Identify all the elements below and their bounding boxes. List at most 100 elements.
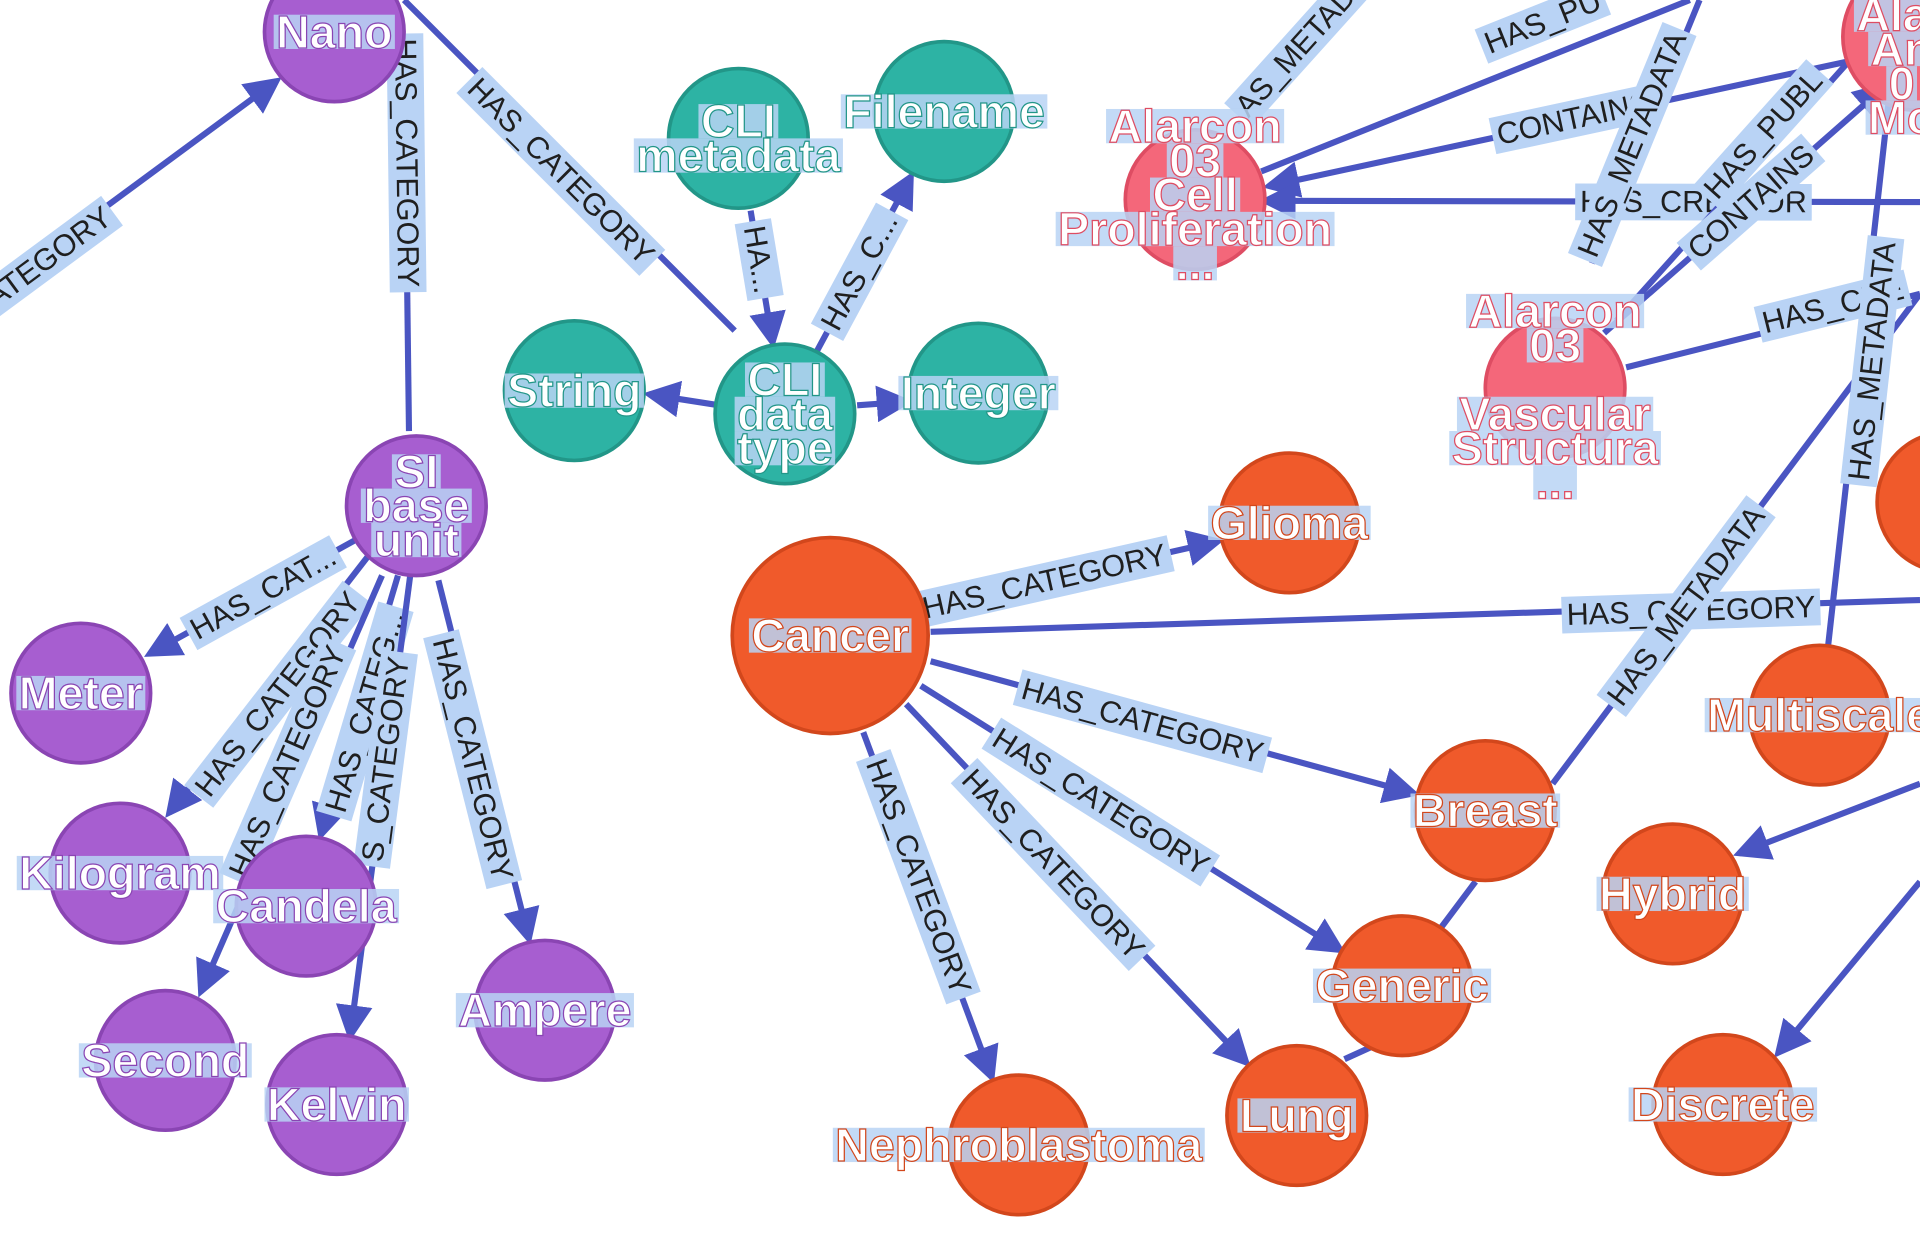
node-label-line: unit (374, 514, 459, 566)
edge-e14[interactable]: HAS_CATEGORY (914, 530, 1225, 629)
node-label-bg (1853, 0, 1920, 32)
node-glioma[interactable]: Glioma (1208, 451, 1371, 595)
node-circle[interactable] (1875, 432, 1920, 572)
edge-label-bg (1567, 22, 1697, 267)
node-cancer[interactable]: Cancer (730, 535, 931, 736)
edge-label-bg (456, 66, 666, 276)
node-label-bg (1208, 505, 1371, 541)
edge-label: HAS_PU (1480, 0, 1606, 61)
node-string[interactable]: String (502, 318, 646, 463)
edge-e10[interactable]: HA... (734, 210, 786, 349)
node-alarcon-vascular[interactable]: Alarcon03VascularStructura... (1449, 284, 1661, 509)
node-label-bg (1865, 100, 1920, 135)
node-integer[interactable]: Integer (898, 321, 1059, 465)
node-second[interactable]: Second (78, 988, 252, 1133)
node-label-bg (1410, 793, 1561, 828)
node-label-line: 03 (1529, 319, 1581, 371)
node-kilogram[interactable]: Kilogram (16, 801, 224, 945)
node-filename[interactable]: Filename (840, 39, 1048, 184)
node-label-bg (1628, 1087, 1818, 1122)
node-label-bg (1533, 465, 1577, 500)
edge-e32[interactable] (1733, 780, 1920, 860)
node-lung[interactable]: Lung (1225, 1043, 1369, 1188)
node-label-bg (1449, 431, 1661, 466)
node-breast[interactable]: Breast (1410, 738, 1561, 883)
node-label-line: Integer (901, 367, 1056, 419)
node-alarcon-top[interactable]: AlarAn0Mo (1841, 0, 1920, 144)
edge-label-bg (219, 635, 357, 888)
edge-label: HAS_CATEGORY (461, 71, 661, 271)
edge-e22[interactable] (1343, 1044, 1373, 1062)
node-label-line: Ampere (458, 984, 631, 1036)
node-candela[interactable]: Candela (213, 834, 400, 978)
node-label-bg (1149, 177, 1241, 212)
edge-label: HAS_CATEGORY (426, 634, 520, 884)
edge-e2[interactable]: HAS_CATEGORY (386, 33, 427, 432)
node-label-bg (78, 1043, 252, 1078)
node-label-bg (1868, 31, 1920, 67)
edge-line[interactable] (1733, 780, 1920, 860)
node-discrete[interactable]: Discrete (1628, 1032, 1818, 1177)
node-label-line: Glioma (1211, 497, 1370, 549)
node-label-bg (734, 396, 836, 432)
edge-e9[interactable]: HAS_CATEGORY (423, 579, 540, 946)
node-nephroblastoma[interactable]: Nephroblastoma (832, 1073, 1205, 1217)
edge-label-group: HAS_C... (810, 202, 909, 342)
node-label-bg (1106, 108, 1285, 144)
node-label-bg (1237, 1098, 1357, 1133)
edge-line[interactable] (1260, 0, 1691, 175)
edge-line[interactable] (1436, 879, 1478, 933)
edge-e19[interactable]: HAS_CATEGORY (930, 588, 1920, 635)
edge-label-group: ATEGORY (0, 195, 123, 319)
node-multiscale[interactable]: Multiscale (1704, 643, 1920, 787)
edge-label-bg (810, 202, 909, 342)
node-label-line: Filename (843, 85, 1045, 137)
node-label-line: Lung (1240, 1090, 1354, 1142)
edge-line[interactable] (1343, 1044, 1373, 1062)
edge-e11[interactable]: HAS_C... (805, 170, 914, 369)
edge-label-bg (734, 218, 784, 302)
edge-label: HA... (737, 223, 782, 296)
edge-line[interactable] (1774, 879, 1920, 1058)
node-hybrid[interactable]: Hybrid (1596, 822, 1749, 966)
node-label-line: Candela (216, 880, 398, 932)
edge-label-bg (981, 717, 1221, 887)
edge-e1[interactable]: ATEGORY (0, 77, 282, 319)
edge-e31[interactable]: HAS_METADATA (1825, 67, 1907, 646)
node-label-line: Multiscale (1707, 689, 1920, 741)
edge-label-bg (1692, 59, 1834, 211)
edge-label-group: HAS_CATEGORY (386, 33, 427, 293)
node-ampere[interactable]: Ampere (455, 938, 634, 1082)
edge-label: ATEGORY (0, 200, 118, 315)
node-label-line: Second (81, 1034, 249, 1086)
edge-label-bg (386, 33, 427, 293)
node-label-bg (744, 362, 825, 397)
node-label-bg (16, 855, 224, 891)
edge-label-bg (179, 535, 347, 651)
node-label-line: Nephroblastoma (835, 1119, 1203, 1171)
node-label-line: metadata (636, 130, 841, 182)
node-label-bg (1312, 968, 1492, 1003)
node-nano[interactable]: Nano (262, 0, 406, 104)
node-meter[interactable]: Meter (9, 621, 153, 765)
edge-e17[interactable]: HAS_CATEGORY (903, 701, 1251, 1068)
edge-e21[interactable] (1436, 879, 1478, 933)
node-label-bg (455, 993, 634, 1028)
edge-label: HAS_METADATA (1842, 240, 1902, 483)
node-s-partial[interactable]: S (1875, 432, 1920, 572)
edge-label-group: HAS_PU (1474, 0, 1612, 64)
node-label-bg (840, 94, 1048, 129)
node-alarcon-cell[interactable]: Alarcon03CellProliferation... (1055, 100, 1335, 290)
node-kelvin[interactable]: Kelvin (264, 1032, 409, 1177)
node-label-bg (734, 431, 836, 466)
edge-label-bg (353, 649, 418, 869)
nodes-layer: NanoSIbaseunitMeterKilogramCandelaSecond… (9, 0, 1920, 1217)
node-label-line: ... (1176, 237, 1215, 289)
edge-e33[interactable] (1774, 879, 1920, 1058)
node-label-bg (264, 1087, 409, 1122)
node-generic[interactable]: Generic (1312, 914, 1492, 1058)
